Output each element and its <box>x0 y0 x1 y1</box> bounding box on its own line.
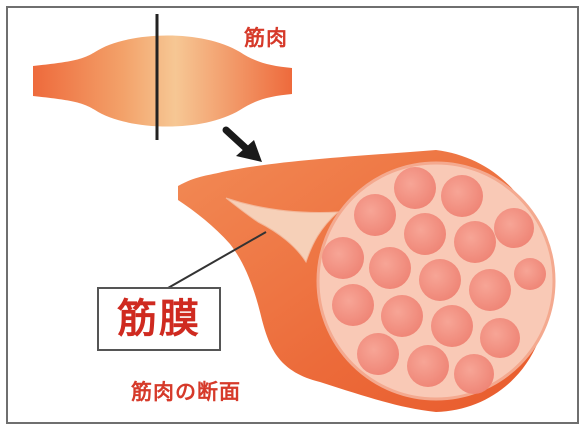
cross-section-label: 筋肉の断面 <box>131 376 241 406</box>
fascia-label: 筋膜 <box>117 299 201 339</box>
muscle-label: 筋肉 <box>244 22 288 52</box>
arrow-down-right-icon <box>226 130 262 162</box>
fascia-label-box: 筋膜 <box>97 287 221 351</box>
